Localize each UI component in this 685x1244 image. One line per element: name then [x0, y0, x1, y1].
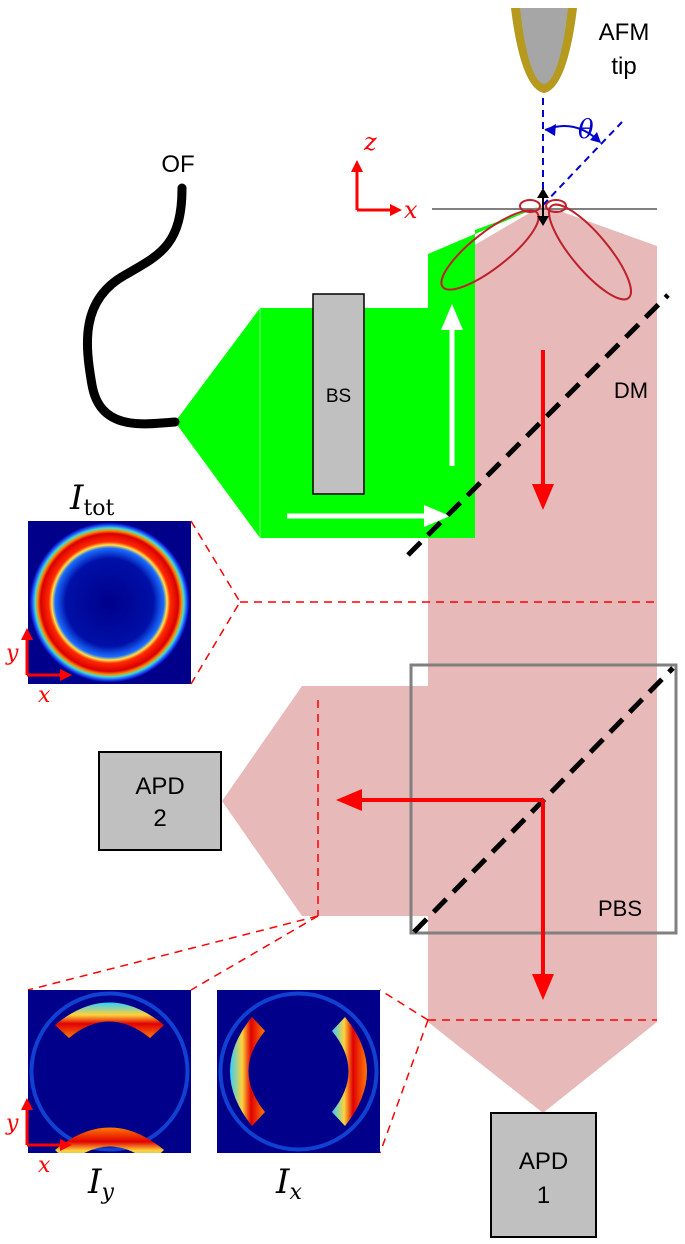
- excitation-beam: [175, 205, 543, 538]
- theta-label: θ: [578, 115, 594, 145]
- pbs-label: PBS: [598, 896, 642, 921]
- apd-2-label-line1: APD: [135, 773, 184, 800]
- detection-beam-upper: [428, 205, 657, 1113]
- emission-arrow-down-2: [532, 974, 554, 1000]
- i-x-label: Ix: [275, 1162, 302, 1205]
- axis-y-label: y: [5, 641, 19, 666]
- axes-xy-total: y x: [5, 628, 72, 708]
- axis-x-label: x: [38, 683, 51, 708]
- afm-tip: [511, 8, 577, 93]
- dichroic-mirror-label: DM: [614, 378, 648, 403]
- afm-tip-label-line1: AFM: [599, 19, 650, 46]
- i-tot-label: Itot: [69, 478, 115, 521]
- axis-y-label: y: [5, 1111, 19, 1136]
- apd-1-label-line1: APD: [519, 1148, 568, 1175]
- beam-splitter: [312, 293, 365, 495]
- axes-zx: z x: [351, 128, 418, 224]
- dichroic-mirror: [406, 293, 670, 557]
- intensity-map-y: [28, 990, 191, 1153]
- apd-1-label-line2: 1: [537, 1182, 550, 1209]
- detection-beam-side-branch: [222, 686, 428, 916]
- detection-beam: [222, 205, 657, 1113]
- apd-2-label-line2: 2: [153, 805, 166, 832]
- apd-1: [490, 1112, 597, 1238]
- intensity-map-total: [28, 521, 191, 684]
- apd-2: [98, 751, 222, 851]
- excitation-beam-cone: [175, 308, 260, 538]
- intensity-map-x: [217, 990, 380, 1153]
- i-y-label: Iy: [87, 1162, 114, 1205]
- white-arrow-up: [441, 304, 463, 330]
- axes-xy-iy: y x: [5, 1098, 72, 1178]
- axis-z-label: z: [363, 128, 377, 156]
- beam-splitter-label: BS: [326, 386, 351, 407]
- dipole-arrow: [537, 188, 549, 226]
- emission-pattern: [440, 199, 632, 301]
- axis-x-label: x: [404, 196, 418, 224]
- excitation-arrows: [287, 304, 463, 527]
- axis-x-label: x: [38, 1153, 51, 1178]
- emission-arrow-down-1: [532, 484, 554, 510]
- optical-fiber: [82, 183, 187, 429]
- emission-arrow-left: [336, 789, 362, 811]
- afm-tip-label-line2: tip: [611, 53, 636, 80]
- white-arrow-right: [424, 505, 450, 527]
- optical-fiber-label: OF: [161, 151, 194, 178]
